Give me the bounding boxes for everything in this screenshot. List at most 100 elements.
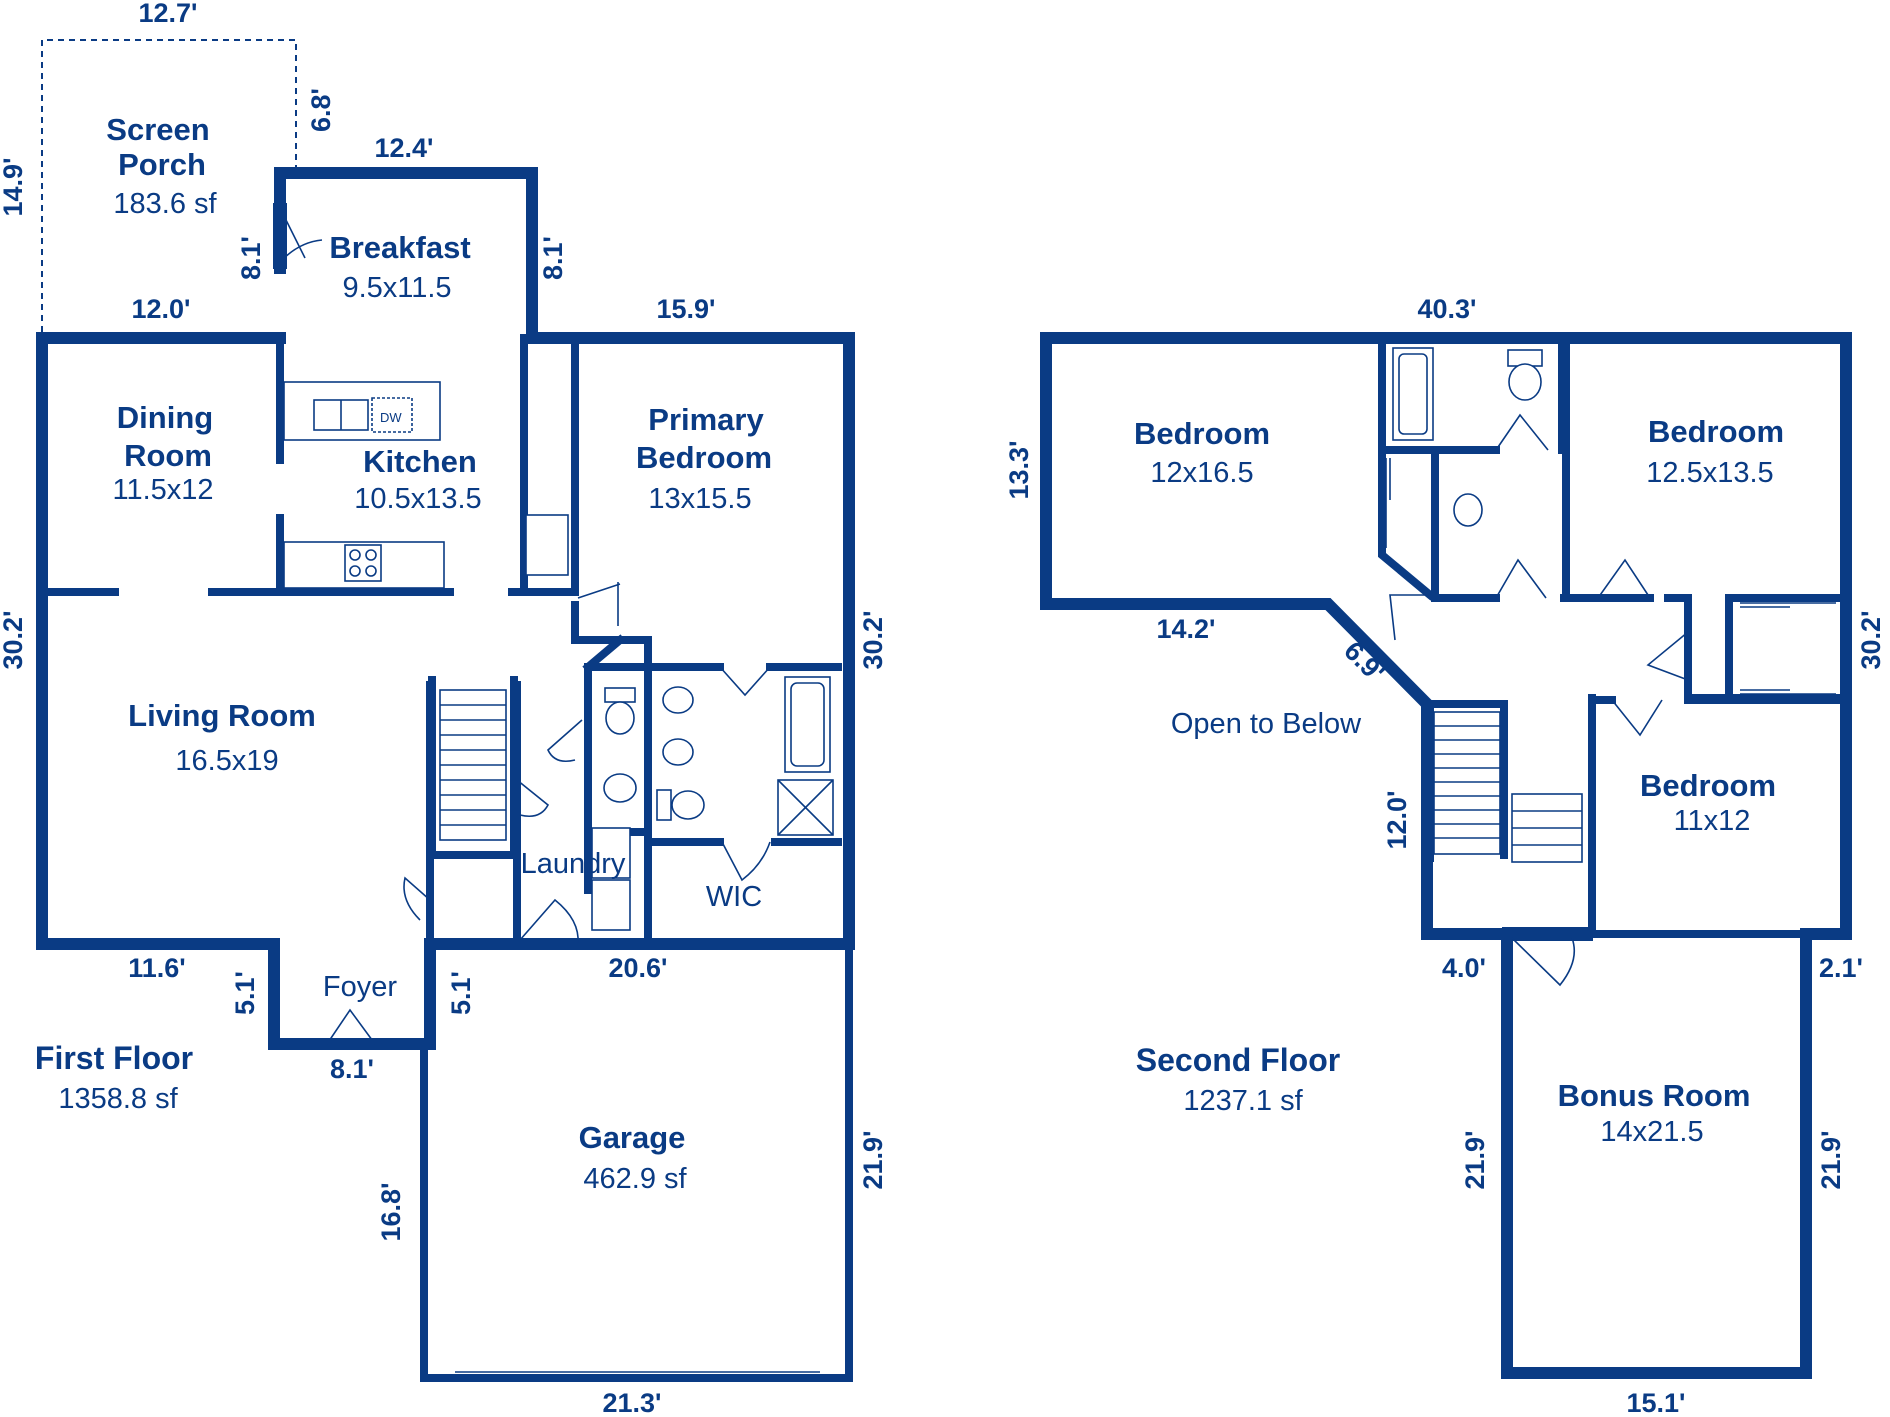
measure-porch-side: 6.8': [306, 88, 336, 132]
breakfast-dims: 9.5x11.5: [342, 272, 451, 304]
open-to-below: Open to Below: [1171, 708, 1362, 740]
second-floor-exterior-wall: [1040, 332, 1852, 1379]
measure-right-side: 30.2': [858, 611, 888, 670]
primary-bedroom-name-2: Bedroom: [636, 440, 772, 475]
toilet-tank-icon: [604, 687, 636, 703]
measure-bedroom-bottom: 14.2': [1157, 614, 1216, 644]
bathtub-basin: [790, 682, 825, 767]
measure-bottom-right: 20.6': [609, 953, 668, 983]
kitchen-name: Kitchen: [363, 444, 477, 479]
measure-stair-left: 12.0': [1382, 791, 1412, 850]
measure-porch-left: 14.9': [0, 158, 28, 217]
living-room-name: Living Room: [128, 698, 316, 733]
closet-door: [1385, 458, 1391, 548]
burner-icon: [365, 565, 377, 577]
measure-garage-right: 21.9': [858, 1131, 888, 1190]
second-floor-area: 1237.1 sf: [1183, 1085, 1303, 1117]
measure-garage-bottom: 21.3': [603, 1388, 662, 1417]
first-floor-area: 1358.8 sf: [58, 1083, 178, 1115]
bathtub-basin: [1398, 353, 1428, 435]
first-floor-stairs: [439, 689, 507, 841]
foyer-door: [403, 876, 431, 921]
bath-door: [1495, 413, 1549, 451]
living-room-dims: 16.5x19: [175, 745, 278, 777]
laundry-door: [519, 898, 579, 945]
laundry-name: Laundry: [521, 848, 626, 880]
measure-foyer-right: 5.1': [446, 971, 476, 1015]
measure-porch-top: 12.7': [139, 0, 198, 28]
toilet-icon: [671, 790, 705, 820]
burner-icon: [365, 549, 377, 561]
bath-door-lower: [1495, 558, 1547, 599]
bedroom-mid-name: Bedroom: [1640, 768, 1776, 803]
measure-foyer-bottom: 8.1': [330, 1054, 374, 1084]
second-floor-title: Second Floor: [1136, 1042, 1340, 1078]
wic-name: WIC: [706, 881, 762, 913]
breakfast-door: [281, 211, 323, 261]
closet-door: [1740, 689, 1836, 695]
measure-bonus-bottom: 15.1': [1627, 1388, 1686, 1417]
bedroom-mid-dims: 11x12: [1674, 805, 1751, 837]
garage-name: Garage: [579, 1120, 686, 1155]
breakfast-name: Breakfast: [329, 230, 470, 265]
dining-name-2: Room: [124, 438, 212, 473]
dishwasher-label: DW: [380, 410, 402, 425]
measure-step-right: 2.1': [1819, 953, 1863, 983]
measure-bonus-right: 21.9': [1816, 1131, 1846, 1190]
fridge-icon: [525, 514, 569, 576]
front-door: [326, 1008, 376, 1045]
bonus-room-dims: 14x21.5: [1600, 1116, 1703, 1148]
interior-wall: [38, 334, 842, 948]
measure-diagonal: 6.9': [1338, 635, 1390, 687]
measure-left: 13.3': [1004, 441, 1034, 500]
kitchen-dims: 10.5x13.5: [354, 483, 481, 515]
vanity-sink-icon: [662, 686, 694, 714]
second-floor: Bedroom 12x16.5 Bedroom 12.5x13.5 Bedroo…: [1004, 294, 1886, 1417]
measure-bedroom-top: 15.9': [657, 294, 716, 324]
garage-wall: [420, 940, 853, 1382]
measure-foyer-left: 5.1': [230, 971, 260, 1015]
bedroom-left-door: [1389, 594, 1430, 641]
toilet-icon: [605, 701, 635, 735]
measure-bottom-left: 11.6': [128, 953, 185, 983]
hall-bath-angle-wall: [582, 634, 626, 673]
measure-breakfast-top: 12.4': [375, 133, 434, 163]
garage-area: 462.9 sf: [583, 1163, 687, 1195]
bonus-room-name: Bonus Room: [1558, 1078, 1751, 1113]
second-floor-interior-wall: [1378, 338, 1850, 938]
primary-bedroom-name-1: Primary: [648, 402, 764, 437]
bedroom-mid-door: [1611, 699, 1663, 737]
measure-breakfast-right: 8.1': [538, 236, 568, 280]
bath-sink-icon: [1453, 493, 1483, 527]
bedroom-right-door: [1597, 558, 1651, 599]
stair-wall: [428, 676, 518, 854]
screen-porch-area: 183.6 sf: [113, 188, 217, 220]
master-bath-door: [719, 666, 771, 697]
bedroom-right-name: Bedroom: [1648, 414, 1784, 449]
measure-bonus-left: 21.9': [1460, 1131, 1490, 1190]
screen-porch-name-1: Screen: [106, 112, 209, 147]
first-floor: DW: [0, 0, 888, 1417]
dining-name-1: Dining: [117, 400, 213, 435]
bedroom-right-dims: 12.5x13.5: [1646, 457, 1773, 489]
closet-door: [1740, 602, 1836, 608]
measure-garage-left: 16.8': [376, 1183, 406, 1242]
measure-top: 40.3': [1418, 294, 1477, 324]
shower-line: [777, 779, 834, 836]
first-floor-title: First Floor: [35, 1040, 193, 1076]
measure-breakfast-left: 8.1': [236, 236, 266, 280]
bedroom-left-name: Bedroom: [1134, 416, 1270, 451]
vanity-sink-icon: [662, 738, 694, 766]
bedroom-door: [577, 582, 621, 626]
bonus-door: [1511, 937, 1576, 987]
bath-sink-icon: [603, 773, 637, 803]
measure-right: 30.2': [1856, 611, 1886, 670]
toilet-icon: [1508, 363, 1542, 401]
burner-icon: [349, 549, 361, 561]
half-bath-door: [547, 719, 583, 763]
primary-bedroom-dims: 13x15.5: [648, 483, 751, 515]
foyer-name: Foyer: [323, 971, 397, 1003]
measure-dining-top: 12.0': [132, 294, 191, 324]
wic-door: [721, 841, 771, 882]
dishwasher-icon: [371, 397, 413, 433]
